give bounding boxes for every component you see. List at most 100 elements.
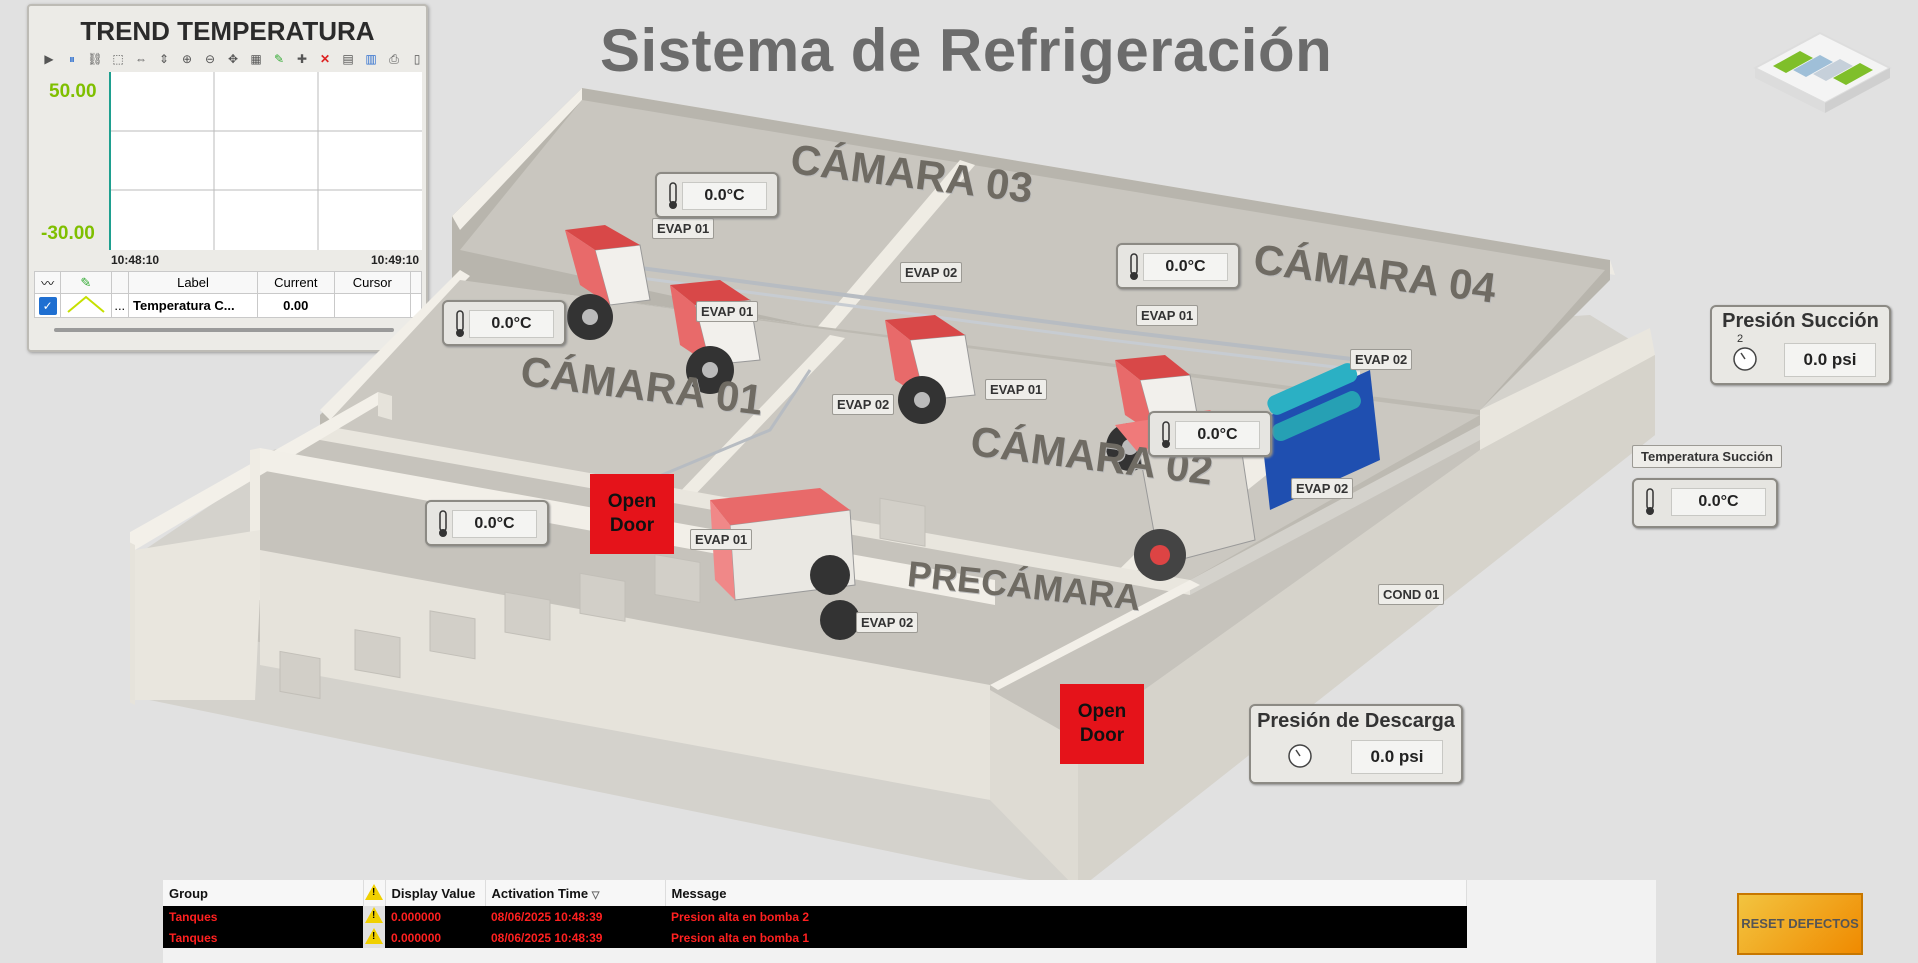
col-message[interactable]: Message <box>665 880 1467 906</box>
thermometer-icon <box>439 510 447 537</box>
temp-succion-label: Temperatura Succión <box>1632 445 1782 468</box>
col-label: Label <box>128 271 258 294</box>
trend-toolbar: ▶ ⏸ ⛓ ⬚ ⇔ ⇕ ⊕ ⊖ ✥ ▦ ✎ ✚ ✕ ▤ ▥ ⎙ ▯ <box>39 49 427 69</box>
zoom-x-icon[interactable]: ⇔ <box>135 52 147 66</box>
evap-pre <box>710 488 860 640</box>
trend-title: TREND TEMPERATURA <box>80 16 375 46</box>
page-title: Sistema de Refrigeración <box>600 17 1333 84</box>
presion-succion-panel: Presión Succión 2 0.0 psi <box>1710 305 1891 385</box>
temp-value: 0.0°C <box>1175 421 1260 449</box>
series-label: Temperatura C... <box>128 293 258 318</box>
alarm-time: 08/06/2025 10:48:39 <box>485 927 665 948</box>
temp-value: 0.0°C <box>1143 253 1228 281</box>
table-icon[interactable]: ▦ <box>250 52 262 66</box>
alarm-table: Group ! Display Value Activation Time ▽ … <box>163 880 1467 948</box>
temp-value: 0.0°C <box>469 310 554 338</box>
evap-label: EVAP 02 <box>856 612 919 633</box>
zoom-in-icon[interactable]: ⊕ <box>181 52 193 66</box>
thermometer-icon <box>669 182 677 209</box>
evap-c04-e2 <box>1106 355 1201 471</box>
y-axis-min: -30.00 <box>41 223 95 244</box>
alarm-row[interactable]: Tanques ! 0.000000 08/06/2025 10:48:39 P… <box>163 906 1467 927</box>
temp-value: 0.0°C <box>1671 488 1766 516</box>
gauge-icon <box>1733 347 1757 371</box>
evap-label: EVAP 01 <box>696 301 759 322</box>
presion-succion-superscript: 2 <box>1737 333 1744 345</box>
evap-c04-e1 <box>885 315 976 424</box>
pause-icon[interactable]: ⏸ <box>68 52 75 66</box>
alarm-row[interactable]: Tanques ! 0.000000 08/06/2025 10:48:39 P… <box>163 927 1467 948</box>
alarm-summary: Group ! Display Value Activation Time ▽ … <box>163 880 1656 963</box>
x-axis-start: 10:48:10 <box>111 253 160 267</box>
gauge-icon <box>1288 744 1312 768</box>
ruler-icon[interactable]: ▤ <box>342 52 354 66</box>
warning-icon: ! <box>365 907 383 923</box>
temp-display-camara-01: 0.0°C <box>442 300 566 346</box>
print-icon[interactable]: ⎙ <box>389 52 399 66</box>
legend-scrollbar[interactable] <box>54 328 394 332</box>
open-door-button[interactable]: Open Door <box>1060 684 1144 764</box>
evap-c03-e1 <box>565 225 651 340</box>
x-axis-end: 10:49:10 <box>371 253 420 267</box>
export-icon[interactable]: ▯ <box>413 52 421 66</box>
series-pen-swatch[interactable] <box>60 293 112 318</box>
floor-plan <box>130 88 1655 880</box>
col-activation-time[interactable]: Activation Time ▽ <box>485 880 666 906</box>
series-more-button[interactable]: ... <box>110 293 130 318</box>
col-current: Current <box>257 271 335 294</box>
pan-icon[interactable]: ✥ <box>227 52 239 66</box>
pen-header-icon: ✎ <box>60 271 112 294</box>
cond-label: COND 01 <box>1378 584 1445 605</box>
presion-succion-value: 0.0 psi <box>1784 343 1876 377</box>
temp-display-camara-02: 0.0°C <box>1148 411 1272 457</box>
evap-label: EVAP 01 <box>652 218 715 239</box>
pen-icon[interactable]: ✎ <box>273 52 285 66</box>
temp-value: 0.0°C <box>452 510 537 538</box>
evap-label: EVAP 01 <box>690 529 753 550</box>
series-visible-checkbox[interactable]: ✓ <box>38 296 57 315</box>
temp-display-camara-03: 0.0°C <box>655 172 779 218</box>
evap-label: EVAP 01 <box>985 379 1048 400</box>
col-cursor: Cursor <box>333 271 412 294</box>
alarm-message: Presion alta en bomba 1 <box>665 927 1467 948</box>
y-axis-max: 50.00 <box>49 81 97 102</box>
series-current: 0.00 <box>257 293 335 318</box>
trend-plot-area[interactable] <box>109 72 422 250</box>
link-icon[interactable]: ⛓ <box>87 52 103 66</box>
layout-icon[interactable]: ▥ <box>365 52 377 66</box>
temp-display-succion: 0.0°C <box>1632 478 1778 528</box>
alarm-message: Presion alta en bomba 2 <box>665 906 1467 927</box>
compressor-rack <box>1260 363 1380 510</box>
play-icon[interactable]: ▶ <box>44 52 54 66</box>
presion-succion-title: Presión Succión <box>1722 310 1879 332</box>
company-logo <box>1752 31 1893 113</box>
zoom-out-icon[interactable]: ⊖ <box>204 52 216 66</box>
crosshair-icon[interactable]: ✚ <box>296 52 308 66</box>
col-display-value[interactable]: Display Value <box>385 880 486 906</box>
warning-icon: ! <box>365 883 383 900</box>
col-alarm-icon[interactable]: ! <box>363 880 386 906</box>
presion-descarga-title: Presión de Descarga <box>1257 710 1455 732</box>
evap-label: EVAP 01 <box>1136 305 1199 326</box>
close-icon[interactable]: ✕ <box>319 52 331 66</box>
thermometer-icon <box>1162 421 1170 448</box>
alarm-value: 0.000000 <box>385 906 485 927</box>
warning-icon: ! <box>365 928 383 944</box>
evap-label: EVAP 02 <box>1291 478 1354 499</box>
zoom-y-icon[interactable]: ⇕ <box>158 52 170 66</box>
col-group[interactable]: Group <box>163 880 364 906</box>
presion-descarga-panel: Presión de Descarga 0.0 psi <box>1249 704 1463 784</box>
visibility-header-icon: 〰 <box>33 271 62 294</box>
zoom-area-icon[interactable]: ⬚ <box>112 52 124 66</box>
trend-series-row[interactable]: ✓ ... Temperatura C... 0.00 <box>33 293 422 318</box>
alarm-group: Tanques <box>163 927 363 948</box>
open-door-button[interactable]: Open Door <box>590 474 674 554</box>
alarm-group: Tanques <box>163 906 363 927</box>
temp-display-precamara: 0.0°C <box>425 500 549 546</box>
thermometer-icon <box>1130 253 1138 280</box>
reset-defectos-button[interactable]: RESET DEFECTOS <box>1737 893 1863 955</box>
trend-grid <box>111 72 422 250</box>
temp-value: 0.0°C <box>682 182 767 210</box>
trend-legend-table: 〰 ✎ Label Current Cursor ✓ ... Temperatu… <box>33 271 422 318</box>
alarm-value: 0.000000 <box>385 927 485 948</box>
